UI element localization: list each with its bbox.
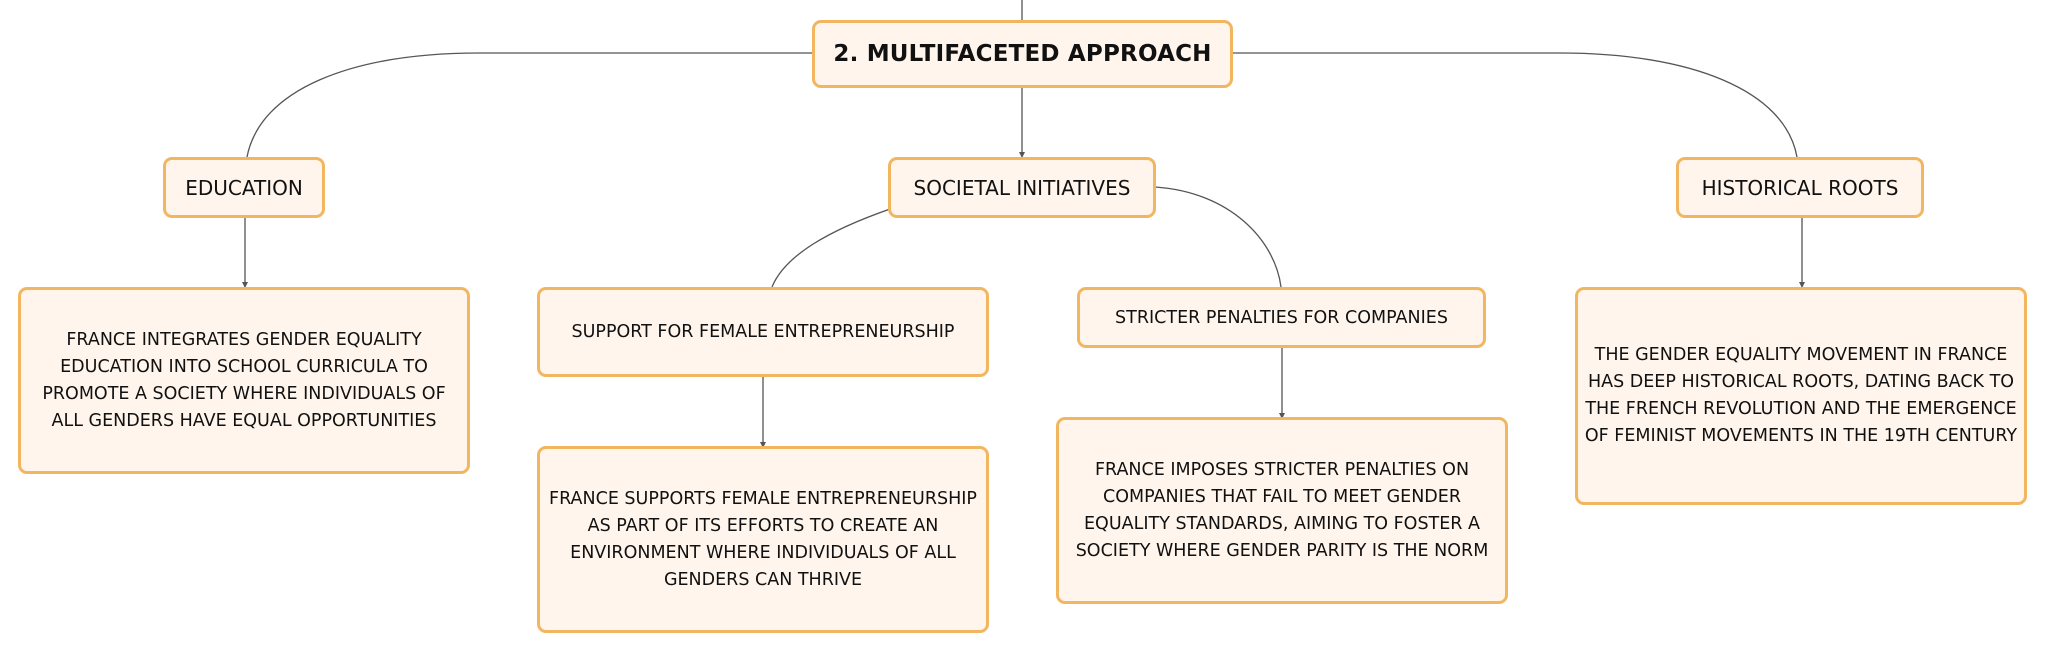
topic-historical-roots-label: HISTORICAL ROOTS bbox=[1701, 175, 1899, 200]
historical-detail-text: THE GENDER EQUALITY MOVEMENT IN FRANCE H… bbox=[1584, 345, 2018, 446]
arrowhead-societal bbox=[1019, 152, 1025, 158]
topic-societal-initiatives[interactable]: SOCIETAL INITIATIVES bbox=[888, 157, 1156, 218]
entrepreneurship-detail[interactable]: FRANCE SUPPORTS FEMALE ENTREPRENEURSHIP … bbox=[537, 446, 989, 633]
connector-root-to-education bbox=[246, 52, 812, 158]
historical-detail[interactable]: THE GENDER EQUALITY MOVEMENT IN FRANCE H… bbox=[1575, 287, 2027, 505]
penalties-detail-text: FRANCE IMPOSES STRICTER PENALTIES ON COM… bbox=[1075, 459, 1489, 561]
connector-societal-to-entrepreneurship bbox=[771, 208, 891, 288]
topic-education[interactable]: EDUCATION bbox=[163, 157, 325, 218]
topic-education-label: EDUCATION bbox=[185, 175, 303, 200]
penalties-detail[interactable]: FRANCE IMPOSES STRICTER PENALTIES ON COM… bbox=[1056, 417, 1508, 604]
connector-societal-to-penalties bbox=[1154, 186, 1282, 288]
topic-societal-initiatives-label: SOCIETAL INITIATIVES bbox=[913, 175, 1131, 200]
education-detail-text: FRANCE INTEGRATES GENDER EQUALITY EDUCAT… bbox=[42, 329, 446, 431]
arrowhead-penalties-detail bbox=[1279, 413, 1285, 419]
root-node-label: 2. MULTIFACETED APPROACH bbox=[833, 41, 1212, 67]
subtopic-female-entrepreneurship[interactable]: SUPPORT FOR FEMALE ENTREPRENEURSHIP bbox=[537, 287, 989, 377]
arrowhead-historical-detail bbox=[1799, 282, 1805, 288]
arrowhead-entrepreneurship-detail bbox=[760, 442, 766, 448]
education-detail[interactable]: FRANCE INTEGRATES GENDER EQUALITY EDUCAT… bbox=[18, 287, 470, 474]
connector-root-to-historical bbox=[1232, 52, 1798, 158]
subtopic-stricter-penalties-label: STRICTER PENALTIES FOR COMPANIES bbox=[1115, 307, 1448, 328]
entrepreneurship-detail-text: FRANCE SUPPORTS FEMALE ENTREPRENEURSHIP … bbox=[549, 488, 977, 590]
topic-historical-roots[interactable]: HISTORICAL ROOTS bbox=[1676, 157, 1924, 218]
subtopic-stricter-penalties[interactable]: STRICTER PENALTIES FOR COMPANIES bbox=[1077, 287, 1486, 348]
subtopic-female-entrepreneurship-label: SUPPORT FOR FEMALE ENTREPRENEURSHIP bbox=[571, 322, 955, 342]
root-node[interactable]: 2. MULTIFACETED APPROACH bbox=[812, 20, 1233, 88]
arrowhead-education-detail bbox=[242, 282, 248, 288]
